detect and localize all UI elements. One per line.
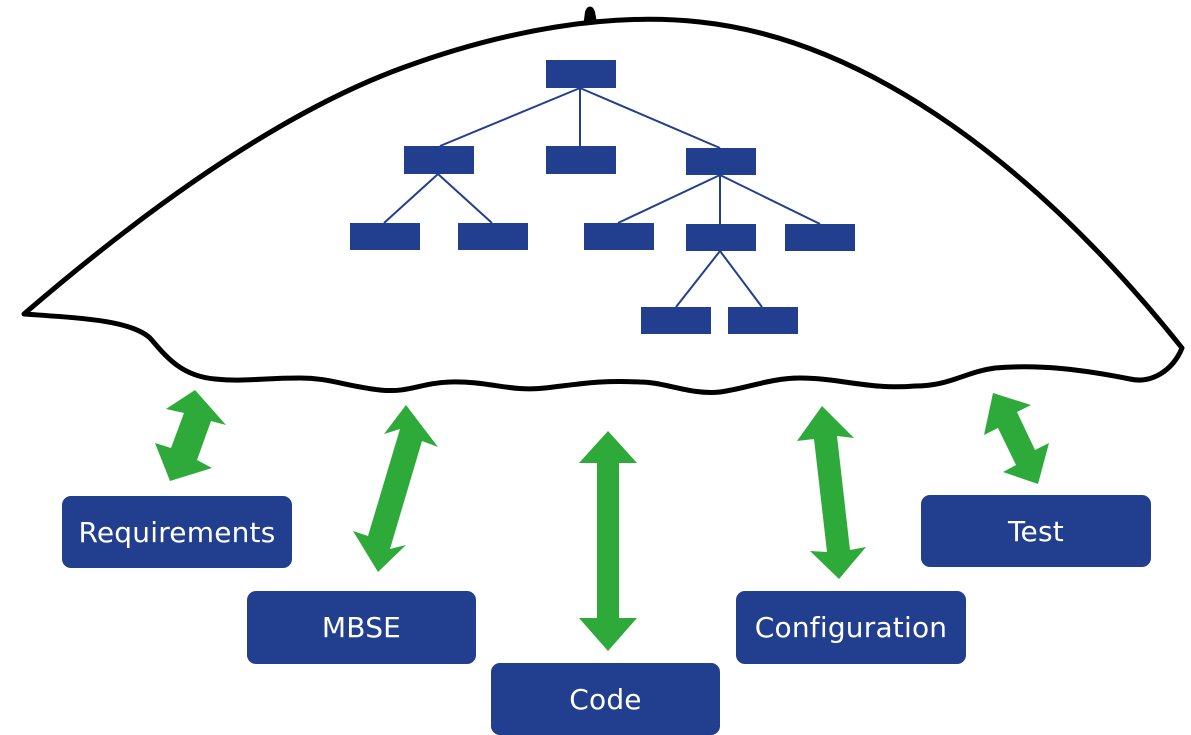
requirements-label: Requirements [78,515,276,549]
connection-arrows [155,390,1049,651]
test-box[interactable]: Test [921,495,1151,567]
tree-node-2-e [785,224,855,251]
double-arrow-test-icon [984,393,1049,484]
code-label: Code [569,682,642,716]
tree-node-1-mid [546,146,616,174]
tree-root-node [546,60,616,88]
umbrella-outline [21,6,1185,395]
double-arrow-configuration-icon [797,406,866,579]
configuration-label: Configuration [754,611,948,644]
tree-node-1-right [686,148,756,175]
double-arrow-mbse-icon [353,405,438,572]
code-box[interactable]: Code [491,663,720,735]
tree-node-2-c [584,223,654,250]
double-arrow-requirements-icon [155,390,226,481]
tree-node-2-b [458,223,528,250]
requirements-box[interactable]: Requirements [62,496,292,568]
tree-node-2-a [350,223,420,250]
configuration-box[interactable]: Configuration [736,591,966,664]
mbse-label: MBSE [321,611,402,644]
tree-node-3-b [728,307,798,334]
tree-node-2-d [686,224,756,251]
test-label: Test [1008,514,1064,548]
double-arrow-code-icon [579,431,637,651]
hierarchy-nodes [350,60,855,334]
mbse-box[interactable]: MBSE [247,591,476,664]
tree-node-3-a [641,307,711,334]
tree-node-1-left [404,146,474,174]
hierarchy-connectors [383,87,821,308]
